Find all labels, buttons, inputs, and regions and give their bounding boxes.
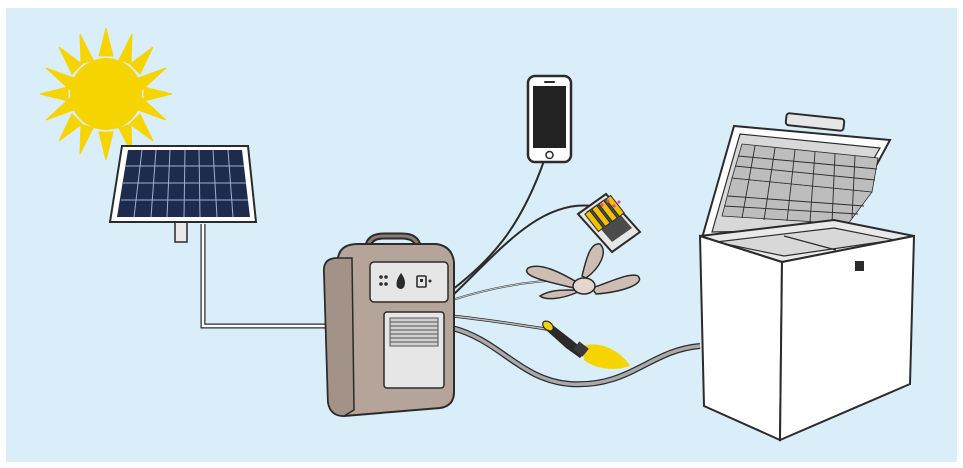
vent-grille [390,318,438,346]
sun-icon [40,28,172,160]
power-station-icon [324,236,454,416]
control-panel [370,262,448,302]
smartphone-icon [528,76,571,162]
